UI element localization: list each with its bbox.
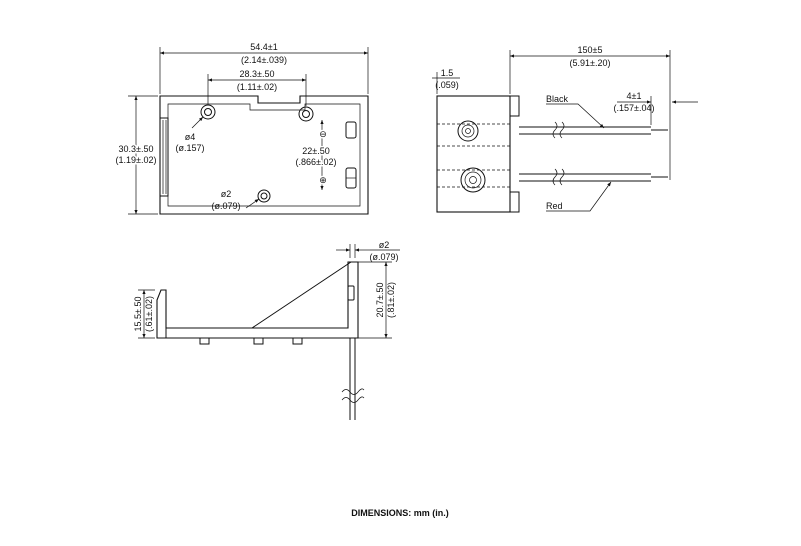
foot [253, 337, 264, 345]
terminal-spacing-label: 22±.50 [302, 146, 329, 156]
large-hole-leader [191, 116, 204, 129]
hole-spacing-label: 28.3±.50 [240, 69, 275, 79]
height-in-label: (1.19±.02) [116, 155, 157, 165]
black-wire-label: Black [546, 94, 569, 104]
right-height-in-label: (.81±.02) [386, 282, 396, 318]
plus-symbol: ⊕ [319, 175, 327, 185]
height-label: 30.3±.50 [119, 144, 154, 154]
red-wire-leader [546, 181, 612, 212]
dimensions-caption: DIMENSIONS: mm (in.) [351, 508, 449, 518]
large-hole-outer [200, 104, 216, 120]
diagonal-strut [251, 261, 352, 329]
pin-in-label: (ø.079) [369, 252, 398, 262]
black-wire-leader [546, 103, 605, 129]
side-view: 15.5±.50 (.61±.02) 20.7±.50 (.81±.02) ø2… [133, 240, 400, 420]
red-wire-label: Red [546, 201, 563, 211]
overall-length-label: 54.4±1 [250, 42, 277, 52]
small-hole-in-label: (ø.079) [211, 201, 240, 211]
small-hole-inner [260, 192, 268, 200]
top-view-body [159, 95, 369, 215]
overall-length-in-label: (2.14±.039) [241, 55, 287, 65]
large-hole-label: ø4 [185, 132, 196, 142]
minus-symbol: ⊖ [319, 129, 327, 139]
right-hole-inner [302, 110, 310, 118]
terminal-spacing-in-label: (.866±.02) [296, 157, 337, 167]
foot [199, 337, 210, 345]
right-height-label: 20.7±.50 [375, 283, 385, 318]
right-hole-outer [298, 106, 314, 122]
strip-label: 4±1 [627, 91, 642, 101]
large-hole-in-label: (ø.157) [175, 143, 204, 153]
top-view-inner-rim [167, 103, 361, 207]
terminal-slot-minus [345, 121, 357, 139]
end-view-body [436, 95, 511, 213]
lead-length-label: 150±5 [578, 45, 603, 55]
side-view-body [156, 261, 359, 339]
end-view: 1.5 (.059) 150±5 (5 [432, 45, 698, 213]
lead-length-in-label: (5.91±.20) [570, 58, 611, 68]
pin-label: ø2 [379, 240, 390, 250]
small-hole-label: ø2 [221, 189, 232, 199]
red-connector [460, 167, 486, 193]
small-hole-leader [245, 198, 260, 209]
strip-in-label: (.157±.04) [614, 103, 655, 113]
end-view-flange-bottom [509, 191, 520, 213]
hole-spacing-in-label: (1.11±.02) [237, 82, 277, 92]
left-height-label: 15.5±.50 [133, 297, 143, 332]
top-view: 54.4±1 (2.14±.039) 28.3±.50 (1.11±.02) 3… [114, 42, 369, 215]
foot [292, 337, 303, 345]
large-hole-inner [204, 108, 212, 116]
end-view-flange-top [509, 95, 520, 117]
spring-clip [159, 117, 169, 197]
left-height-in-label: (.61±.02) [144, 296, 154, 332]
wall-label: 1.5 [441, 68, 454, 78]
wall-in-label: (.059) [435, 80, 459, 90]
small-hole-outer [257, 189, 271, 203]
black-connector [457, 120, 479, 142]
